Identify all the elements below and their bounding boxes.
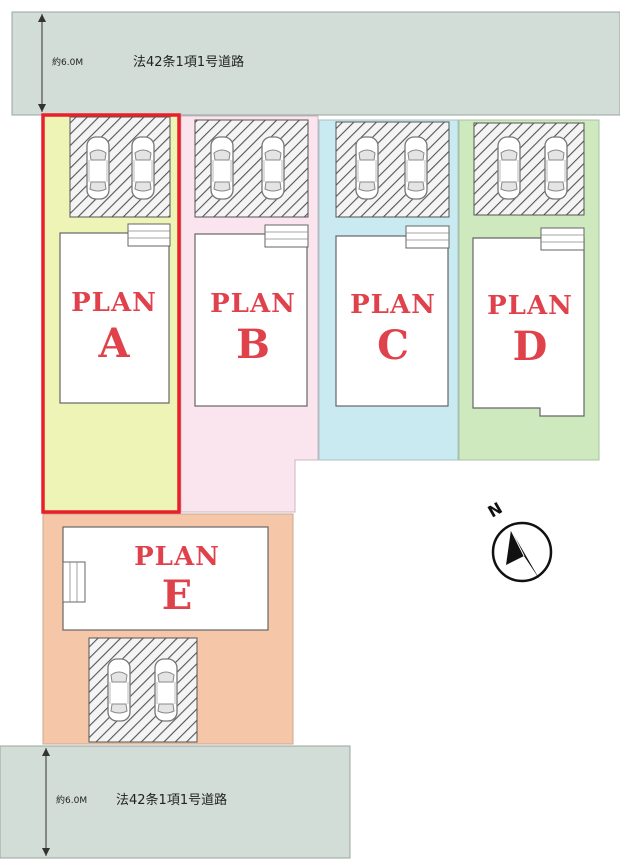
compass-north-label: N [485, 498, 506, 521]
bottom-road-width: 約6.0M [56, 794, 87, 806]
parking-e [88, 637, 198, 743]
plan-b-word: PLAN [210, 289, 296, 319]
north-compass-icon: N [485, 498, 553, 583]
house-e [62, 526, 269, 631]
parking-b [194, 119, 309, 218]
top-road-width: 約6.0M [52, 56, 83, 68]
parking-a [69, 116, 171, 218]
plan-c-letter: C [377, 322, 409, 369]
bottom-road: 約6.0M 法42条1項1号道路 [0, 745, 351, 859]
plan-c-word: PLAN [350, 290, 436, 320]
house-b [194, 224, 309, 407]
plan-d-letter: D [513, 323, 548, 370]
top-road-label: 法42条1項1号道路 [133, 54, 244, 70]
parking-d [473, 122, 585, 216]
house-a [59, 223, 171, 404]
bottom-road-label: 法42条1項1号道路 [116, 792, 227, 808]
parking-c [335, 121, 450, 218]
house-d [472, 227, 585, 417]
selected-lot-highlight [41, 113, 181, 514]
plan-e-letter: E [162, 572, 193, 619]
plan-d-word: PLAN [487, 291, 573, 321]
house-c [335, 225, 450, 407]
plan-b-letter: B [236, 321, 270, 368]
plan-a-letter: A [97, 320, 130, 367]
plan-a-word: PLAN [71, 288, 157, 318]
top-road: 約6.0M 法42条1項1号道路 [11, 11, 620, 116]
plan-e-word: PLAN [134, 542, 220, 572]
